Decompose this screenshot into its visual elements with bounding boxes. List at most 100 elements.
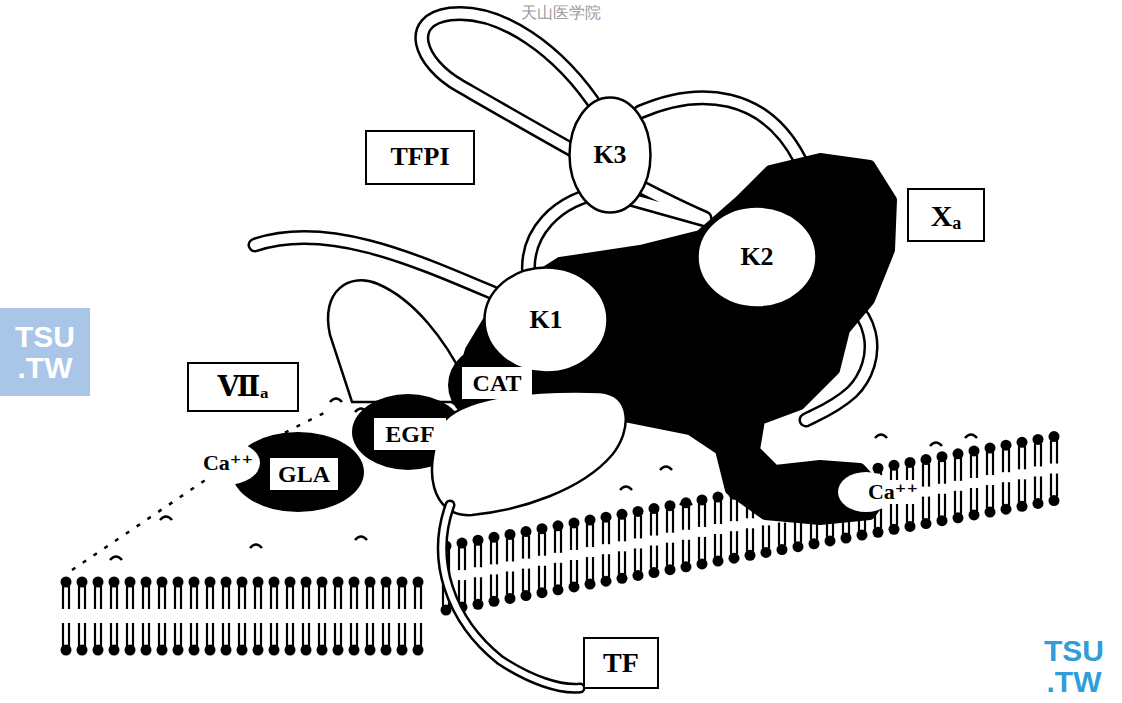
lipid xyxy=(569,517,580,550)
lipid xyxy=(141,623,152,656)
lipid xyxy=(1001,482,1012,515)
lipid-tail xyxy=(382,623,384,646)
lipid xyxy=(157,577,168,610)
lipid-tail xyxy=(84,586,86,609)
lipid-head xyxy=(349,645,360,656)
lipid-head xyxy=(617,509,628,520)
lipid-tail xyxy=(752,528,754,551)
lipid-tail xyxy=(480,544,482,567)
lipid-head xyxy=(953,448,964,459)
lipid-head xyxy=(301,577,312,588)
lipid xyxy=(777,523,788,556)
lipid-tail xyxy=(512,538,514,561)
lipid xyxy=(173,577,184,610)
lipid-tail xyxy=(270,623,272,646)
lipid xyxy=(1017,437,1028,470)
lipid-head xyxy=(761,547,772,558)
lipid xyxy=(157,623,168,656)
lipid-tail xyxy=(324,623,326,646)
lipid-head xyxy=(221,577,232,588)
lipid-head xyxy=(585,515,596,526)
lipid-tail xyxy=(148,586,150,609)
lipid-head xyxy=(665,500,676,511)
lipid-head xyxy=(729,553,740,564)
lipid-tail xyxy=(414,586,416,609)
lipid-tail xyxy=(970,488,972,511)
lipid-head xyxy=(365,645,376,656)
lipid xyxy=(125,623,136,656)
lipid-head xyxy=(317,577,328,588)
lipid-tail xyxy=(698,504,700,527)
lipid-head xyxy=(921,454,932,465)
lipid-tail xyxy=(100,623,102,646)
lipid-head xyxy=(745,550,756,561)
lipid-tail xyxy=(292,623,294,646)
lipid-tail xyxy=(238,623,240,646)
lipid-tail xyxy=(778,523,780,546)
lipid-tail xyxy=(544,566,546,589)
lipid-tail xyxy=(254,586,256,609)
lipid-head xyxy=(521,590,532,601)
lipid-head xyxy=(809,538,820,549)
lipid-head xyxy=(285,645,296,656)
lipid-tail xyxy=(366,586,368,609)
lipid xyxy=(937,451,948,484)
lipid-head xyxy=(61,577,72,588)
lipid-tail xyxy=(640,548,642,571)
lipid-tail xyxy=(340,586,342,609)
lipid-tail xyxy=(938,494,940,517)
lipid-tail xyxy=(506,571,508,594)
lipid-head xyxy=(953,512,964,523)
lipid-tail xyxy=(1002,449,1004,472)
lipid-head xyxy=(649,567,660,578)
lipid-head xyxy=(697,558,708,569)
lipid-tail xyxy=(1034,476,1036,499)
lipid xyxy=(489,532,500,565)
lipid xyxy=(365,623,376,656)
lipid-head xyxy=(505,529,516,540)
lipid-tail xyxy=(276,586,278,609)
lipid-head xyxy=(333,577,344,588)
watermark-logo: TSU .TW xyxy=(1037,635,1111,698)
lipid-tail xyxy=(458,547,460,570)
lipid-head xyxy=(189,645,200,656)
lipid xyxy=(269,577,280,610)
lipid-head xyxy=(921,518,932,529)
lipid-head xyxy=(649,503,660,514)
lipid-tail xyxy=(496,541,498,564)
lipid-tail xyxy=(672,543,674,566)
lipid-tail xyxy=(554,530,556,553)
lipid-tail xyxy=(698,537,700,560)
lipid-tail xyxy=(528,569,530,592)
lipid xyxy=(141,577,152,610)
lipid-tail xyxy=(538,566,540,589)
lipid-tail xyxy=(84,623,86,646)
lipid-tail xyxy=(276,623,278,646)
lipid-tail xyxy=(1024,479,1026,502)
lipid-head xyxy=(205,577,216,588)
lipid-head xyxy=(617,573,628,584)
lipid-head xyxy=(569,581,580,592)
lipid-tail xyxy=(302,586,304,609)
lipid-tail xyxy=(142,623,144,646)
lipid xyxy=(253,577,264,610)
domain-name: Ⅶₐ xyxy=(218,372,269,403)
lipid-tail xyxy=(78,586,80,609)
lipid-head xyxy=(1017,501,1028,512)
lipid-tail xyxy=(1008,482,1010,505)
domain-name: CAT xyxy=(473,370,522,396)
lipid-tail xyxy=(340,623,342,646)
lipid-head xyxy=(889,524,900,535)
lipid-head xyxy=(873,527,884,538)
lipid-tail xyxy=(656,546,658,569)
lipid-tail xyxy=(212,586,214,609)
lipid-tail xyxy=(116,623,118,646)
lipid-tail xyxy=(666,510,668,533)
lipid-tail xyxy=(730,531,732,554)
lipid-head xyxy=(141,577,152,588)
lipid xyxy=(553,520,564,553)
lipid-tail xyxy=(350,623,352,646)
lipid-tail xyxy=(68,623,70,646)
lipid-tail xyxy=(350,586,352,609)
lipid-head xyxy=(317,645,328,656)
